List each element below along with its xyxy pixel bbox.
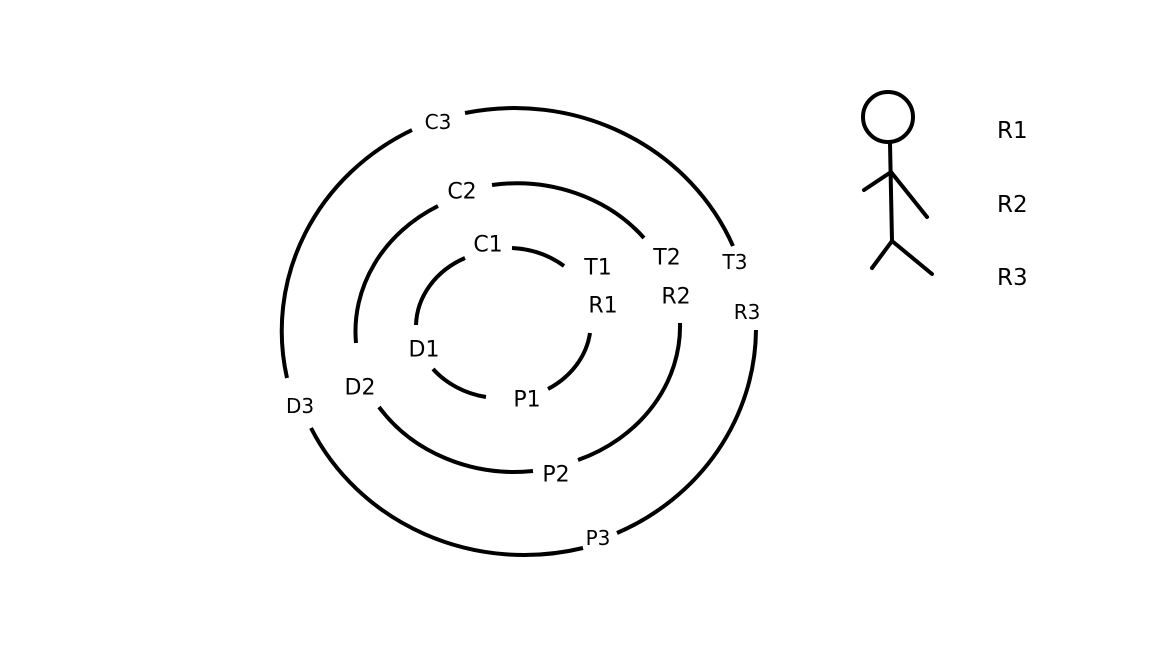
ring-2-arc-p-d — [377, 405, 534, 474]
ring-1-label-t: T1 — [583, 256, 611, 281]
ring-3-arc-c-t — [464, 106, 735, 247]
ring-3-arc-d-c — [279, 128, 413, 379]
ring-1-arc-c-t — [511, 246, 566, 268]
ring-3: C3 T3 R3 D3 P3 — [279, 106, 761, 557]
stick-figure-left-leg — [870, 239, 894, 270]
stick-figure-right-arm — [889, 170, 929, 219]
ring-1-arc-d-c — [414, 256, 466, 326]
ring-3-label-p: P3 — [586, 526, 611, 550]
stick-figure-left-arm — [862, 170, 893, 192]
ring-2-label-c: C2 — [447, 180, 476, 205]
ring-2-label-p: P2 — [542, 463, 569, 488]
legend-item-3: R3 — [997, 265, 1028, 291]
ring-1-label-d: D1 — [409, 338, 440, 363]
ring-1-label-p: P1 — [513, 388, 540, 413]
ring-2: C2 T2 R2 D2 P2 — [345, 180, 691, 488]
legend: R1 R2 R3 — [997, 118, 1028, 291]
ring-1-label-c: C1 — [473, 233, 502, 258]
ring-1-arc-p-d — [431, 367, 487, 399]
ring-1-arc-r-p — [547, 332, 592, 391]
ring-3-arc-r-p — [616, 329, 758, 535]
ring-3-label-c: C3 — [425, 110, 452, 134]
ring-3-label-t: T3 — [722, 250, 748, 274]
stick-figure-head — [861, 90, 915, 144]
stick-figure-icon — [861, 90, 934, 276]
ring-1: C1 T1 R1 D1 P1 — [409, 233, 618, 413]
ring-2-label-r: R2 — [661, 285, 690, 310]
ring-2-label-t: T2 — [652, 246, 680, 271]
ring-1-label-r: R1 — [588, 294, 617, 319]
stick-figure-body — [888, 141, 894, 243]
ring-2-arc-c-t — [491, 181, 646, 240]
stick-figure-right-leg — [890, 239, 934, 276]
ring-3-label-r: R3 — [734, 300, 761, 324]
ring-2-arc-r-p — [577, 322, 683, 462]
ring-2-label-d: D2 — [345, 376, 376, 401]
ring-3-label-d: D3 — [286, 394, 314, 418]
legend-item-1: R1 — [997, 118, 1028, 144]
legend-item-2: R2 — [997, 192, 1028, 218]
ring-3-arc-p-d — [309, 427, 584, 557]
ring-2-arc-d-c — [353, 204, 439, 344]
